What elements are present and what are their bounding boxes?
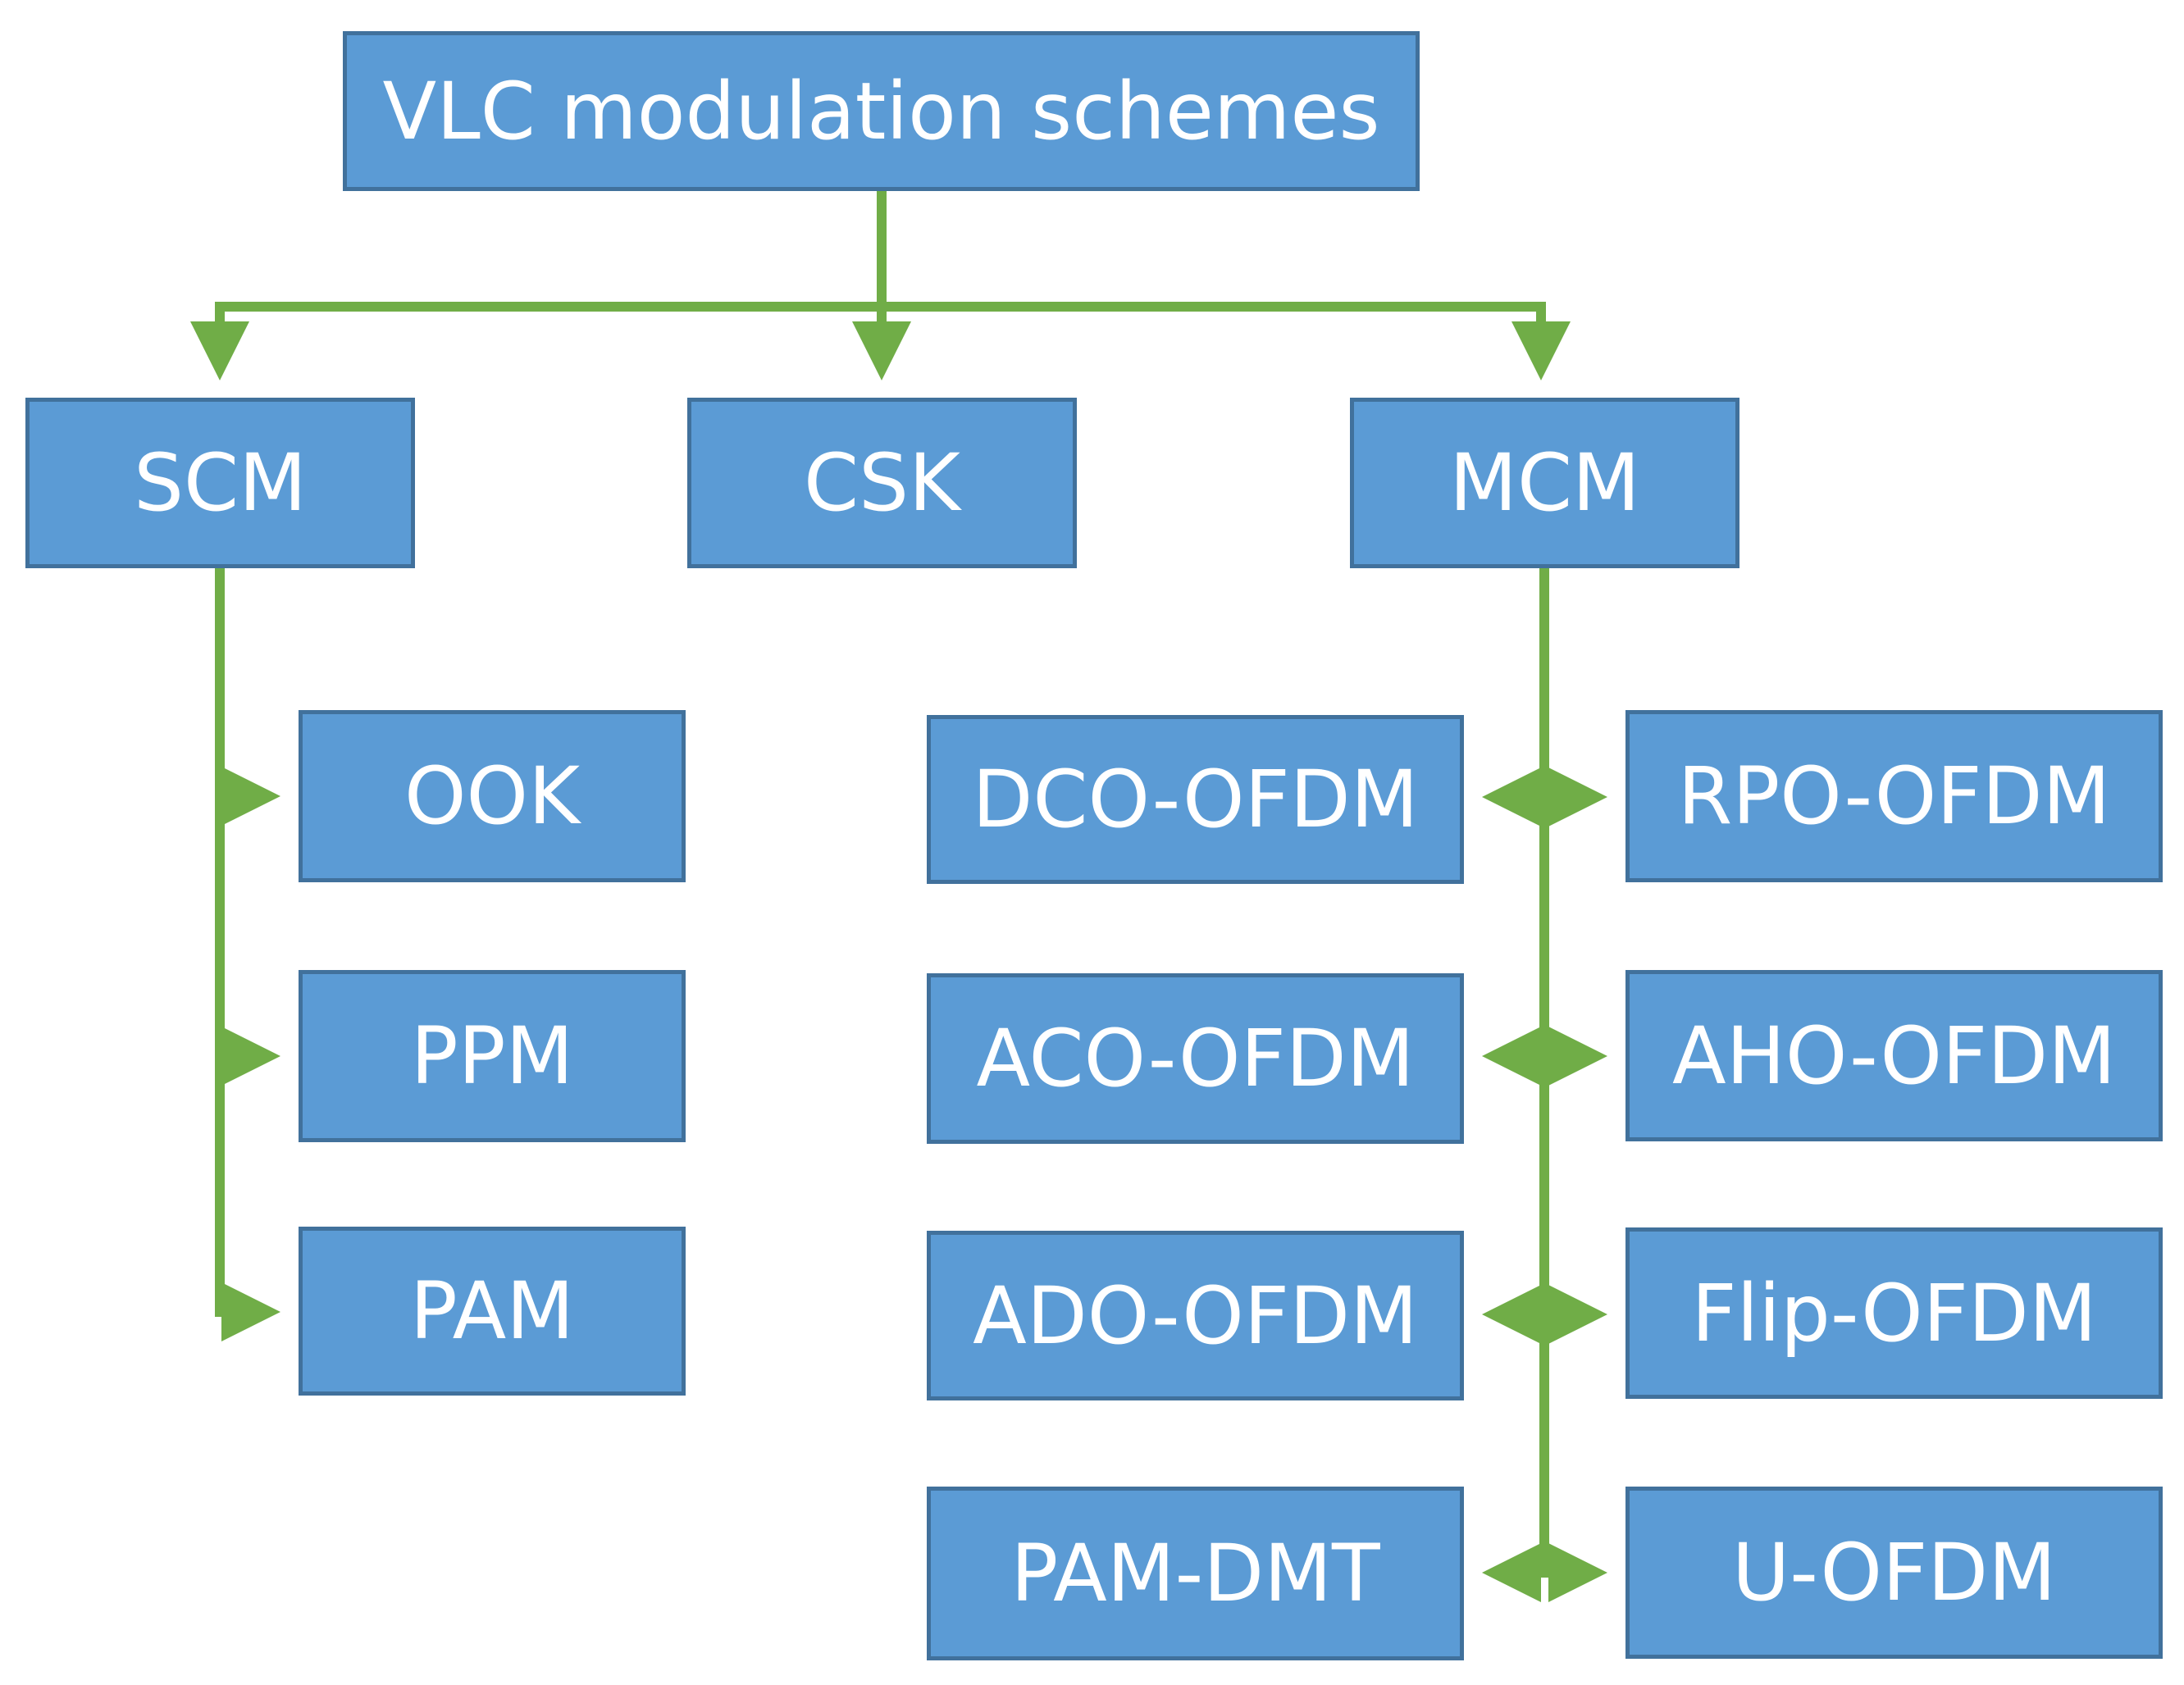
category-node-csk: CSK [687,398,1077,568]
category-node-mcm: MCM [1350,398,1739,568]
mcm-node-ado-ofdm: ADO-OFDM [927,1231,1464,1400]
mcm-node-flip-ofdm: Flip-OFDM [1625,1227,2163,1399]
mcm-node-rpo-ofdm: RPO-OFDM [1625,710,2163,882]
scm-node-ppm: PPM [299,970,686,1142]
mcm-node-pam-dmt: PAM-DMT [927,1487,1464,1660]
mcm-node-aho-ofdm: AHO-OFDM [1625,970,2163,1141]
root-node: VLC modulation schemes [343,31,1420,191]
scm-node-ook: OOK [299,710,686,882]
scm-node-pam: PAM [299,1227,686,1396]
mcm-node-aco-ofdm: ACO-OFDM [927,973,1464,1144]
mcm-node-dco-ofdm: DCO-OFDM [927,715,1464,884]
category-node-scm: SCM [25,398,415,568]
mcm-node-u-ofdm: U-OFDM [1625,1487,2163,1659]
